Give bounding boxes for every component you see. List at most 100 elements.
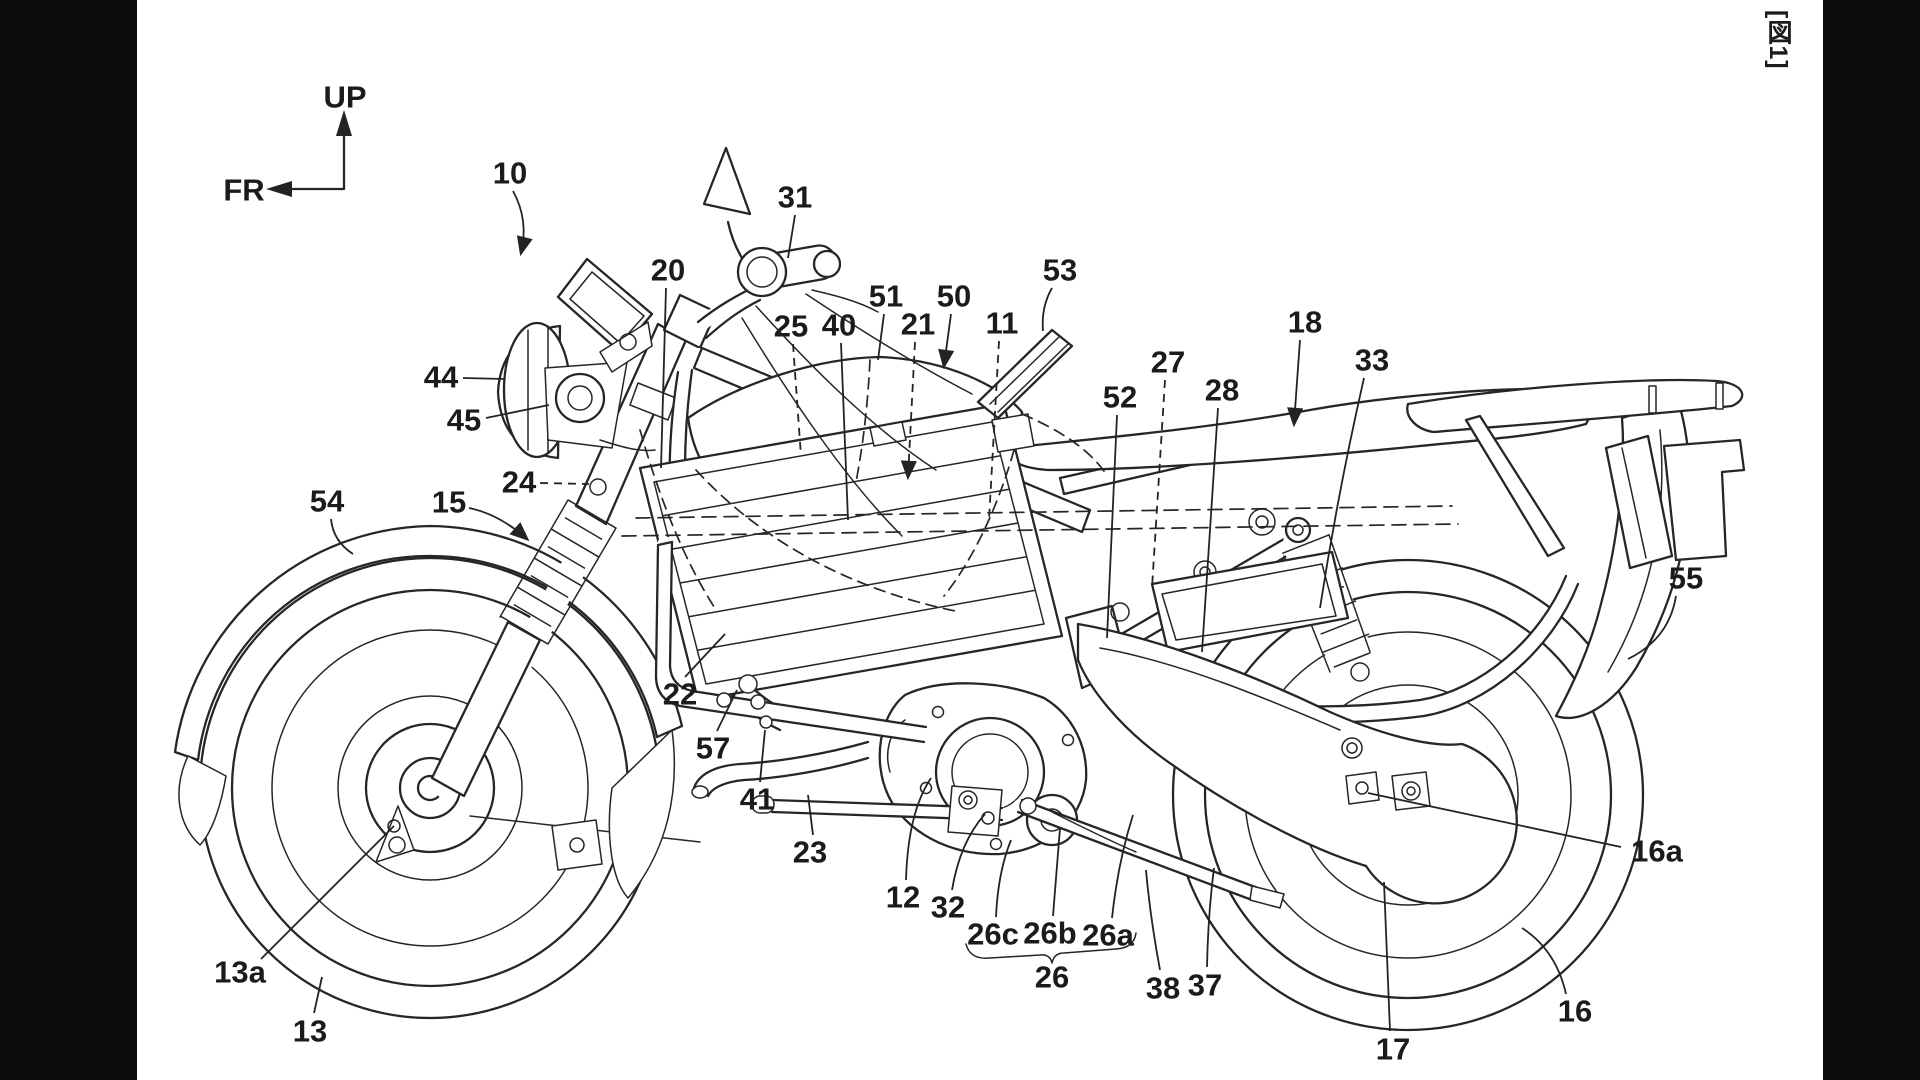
front-arrow-icon xyxy=(266,181,292,197)
leader-51 xyxy=(877,313,885,361)
datum-lines xyxy=(621,505,1459,537)
front-seat-bracket xyxy=(976,328,1074,453)
exhaust-pipe xyxy=(691,740,876,800)
handlebar-assembly xyxy=(693,146,879,340)
leader-33 xyxy=(1319,377,1365,609)
ref-label-50: 50 xyxy=(937,279,971,314)
brace-26 xyxy=(965,932,1137,964)
leader-23 xyxy=(807,794,814,836)
ref-label-16a: 16a xyxy=(1631,834,1683,869)
stand-foot xyxy=(1249,885,1285,909)
leader-45 xyxy=(485,404,550,419)
ref-label-26: 26 xyxy=(1035,960,1069,995)
leader-lines-layer xyxy=(260,190,1677,1032)
leader-40 xyxy=(840,342,849,521)
rear-carrier xyxy=(1406,378,1746,570)
leader-28 xyxy=(1201,407,1219,653)
leader-13 xyxy=(313,976,323,1014)
leader-21 xyxy=(900,341,917,481)
ref-label-13: 13 xyxy=(293,1014,327,1049)
leader-44 xyxy=(462,377,506,380)
front-mudflap xyxy=(178,755,227,846)
ref-label-25: 25 xyxy=(774,309,808,344)
ref-label-45: 45 xyxy=(447,403,481,438)
ref-label-26c: 26c xyxy=(967,917,1019,952)
mirror xyxy=(702,146,752,216)
front-axle-bolt xyxy=(387,819,401,833)
ref-label-51: 51 xyxy=(869,279,903,314)
ref-label-40: 40 xyxy=(822,308,856,343)
ref-label-10: 10 xyxy=(493,156,527,191)
leader-55 xyxy=(1627,595,1677,660)
up-arrow-icon xyxy=(336,110,352,136)
ref-label-57: 57 xyxy=(696,731,730,766)
ref-label-53: 53 xyxy=(1043,253,1077,288)
ref-label-20: 20 xyxy=(651,253,685,288)
ref-label-17: 17 xyxy=(1376,1032,1410,1067)
leader-37 xyxy=(1206,867,1215,968)
ref-label-up: UP xyxy=(323,80,366,115)
leader-26b xyxy=(1052,827,1061,917)
front-fork xyxy=(430,293,718,800)
ref-label-55: 55 xyxy=(1669,561,1703,596)
leader-26c xyxy=(995,839,1012,918)
ref-label-38: 38 xyxy=(1146,971,1180,1006)
leader-41 xyxy=(759,729,766,783)
ref-label-11: 11 xyxy=(986,306,1019,341)
ref-label-37: 37 xyxy=(1188,968,1222,1003)
leader-38 xyxy=(1145,869,1161,971)
figure-number-tag: [図1] xyxy=(1764,10,1792,70)
ref-label-54: 54 xyxy=(310,484,345,519)
ref-label-44: 44 xyxy=(424,360,459,395)
leader-50 xyxy=(938,313,955,370)
leader-24 xyxy=(539,482,590,485)
ref-label-22: 22 xyxy=(663,677,697,712)
brake-lever xyxy=(811,289,879,313)
side-cover xyxy=(1150,550,1350,654)
motorcycle-line-art xyxy=(173,110,1746,1032)
ref-label-52: 52 xyxy=(1103,380,1137,415)
leader-11 xyxy=(988,340,1000,521)
ref-label-16: 16 xyxy=(1558,994,1592,1029)
footpeg xyxy=(751,795,775,814)
phantom-outlines xyxy=(639,359,1107,613)
leader-54 xyxy=(330,518,354,555)
rear-axle xyxy=(1401,781,1421,801)
fork-boot xyxy=(499,499,617,645)
leader-12 xyxy=(905,777,932,881)
ref-label-28: 28 xyxy=(1205,373,1239,408)
ref-label-24: 24 xyxy=(502,465,537,500)
taillight-bracket xyxy=(1604,434,1674,570)
headlight xyxy=(496,321,656,460)
ref-label-26a: 26a xyxy=(1082,918,1134,953)
leader-25 xyxy=(792,343,802,457)
ref-label-18: 18 xyxy=(1288,305,1322,340)
leader-17 xyxy=(1383,881,1391,1032)
carrier-strut xyxy=(1464,414,1566,558)
leader-15 xyxy=(468,507,530,542)
ref-label-12: 12 xyxy=(886,880,920,915)
ref-label-23: 23 xyxy=(793,835,827,870)
ref-label-27: 27 xyxy=(1151,345,1185,380)
ref-label-13a: 13a xyxy=(214,955,266,990)
battery-louvres xyxy=(661,454,1037,652)
leader-18 xyxy=(1287,339,1304,428)
chain-adjuster xyxy=(1345,771,1380,805)
leader-10 xyxy=(512,190,533,257)
ref-label-31: 31 xyxy=(778,180,812,215)
ref-label-15: 15 xyxy=(432,485,466,520)
ref-label-33: 33 xyxy=(1355,343,1389,378)
guard-frame xyxy=(654,536,933,744)
leader-20 xyxy=(660,287,667,469)
chain-case xyxy=(1076,622,1518,905)
leader-16 xyxy=(1521,927,1567,995)
side-stand xyxy=(1013,797,1285,909)
leader-57 xyxy=(716,689,738,732)
mirror-stem xyxy=(726,220,744,260)
leader-16a xyxy=(1367,792,1622,848)
battery-box xyxy=(638,402,1064,702)
ref-label-41: 41 xyxy=(740,782,774,817)
